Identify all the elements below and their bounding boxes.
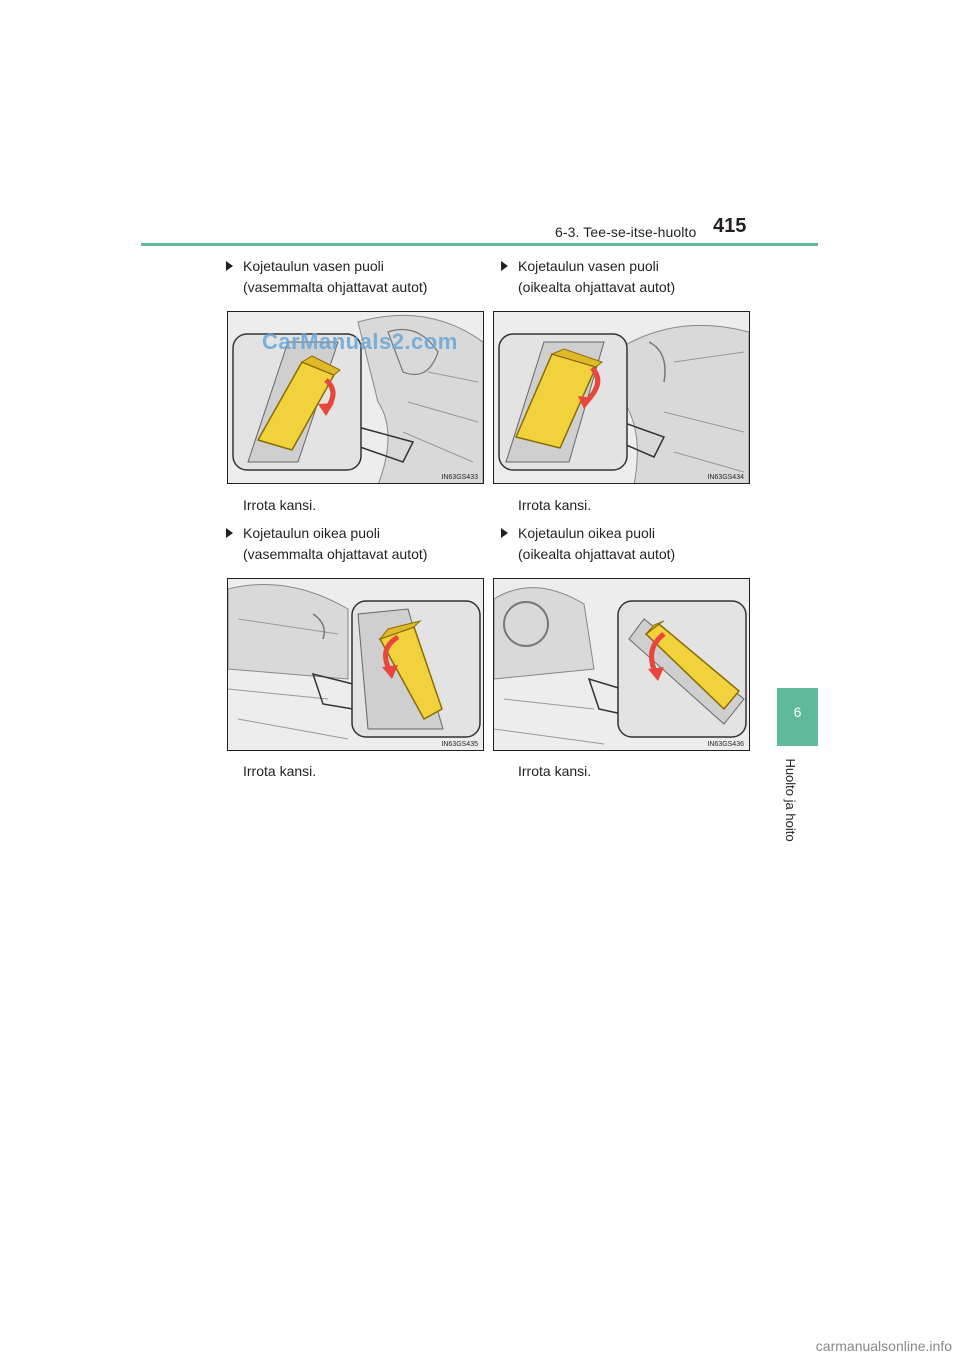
figure-right-side-rhd: IN63GS436 [493,578,750,751]
item-heading: Kojetaulun oikea puoli (oikealta ohjatta… [501,523,676,565]
header-divider [141,243,818,246]
figure-code: IN63GS434 [707,474,744,481]
figure-code: IN63GS435 [441,741,478,748]
item-heading-line2: (vasemmalta ohjattavat autot) [243,279,428,295]
figure-caption: Irrota kansi. [518,497,592,513]
item-heading: Kojetaulun vasen puoli (oikealta ohjatta… [501,256,676,298]
figure-code: IN63GS436 [707,741,744,748]
item-heading-line2: (oikealta ohjattavat autot) [518,279,676,295]
footer-watermark: carmanualsonline.info [815,1338,952,1354]
figure-left-side-lhd: IN63GS433 [227,311,484,484]
figure-caption: Irrota kansi. [243,763,317,779]
item-heading-line1: Kojetaulun oikea puoli [243,525,380,541]
bullet-triangle-icon [501,528,508,538]
chapter-label: Huolto ja hoito [783,758,798,842]
figure-code: IN63GS433 [441,474,478,481]
item-heading-line2: (oikealta ohjattavat autot) [518,546,676,562]
figure-right-side-lhd: IN63GS435 [227,578,484,751]
item-heading-line1: Kojetaulun vasen puoli [243,258,384,274]
figure-caption: Irrota kansi. [518,763,592,779]
page-number: 415 [713,215,747,237]
bullet-triangle-icon [226,261,233,271]
watermark: CarManuals2.com [262,329,458,354]
bullet-triangle-icon [501,261,508,271]
section-title: 6-3. Tee-se-itse-huolto [555,224,697,240]
item-heading: Kojetaulun vasen puoli (vasemmalta ohjat… [226,256,428,298]
figure-caption: Irrota kansi. [243,497,317,513]
item-heading-line1: Kojetaulun vasen puoli [518,258,659,274]
bullet-triangle-icon [226,528,233,538]
item-heading: Kojetaulun oikea puoli (vasemmalta ohjat… [226,523,428,565]
item-heading-line2: (vasemmalta ohjattavat autot) [243,546,428,562]
item-heading-line1: Kojetaulun oikea puoli [518,525,655,541]
chapter-tab: 6 [777,688,818,746]
chapter-number: 6 [793,704,802,720]
figure-left-side-rhd: IN63GS434 [493,311,750,484]
